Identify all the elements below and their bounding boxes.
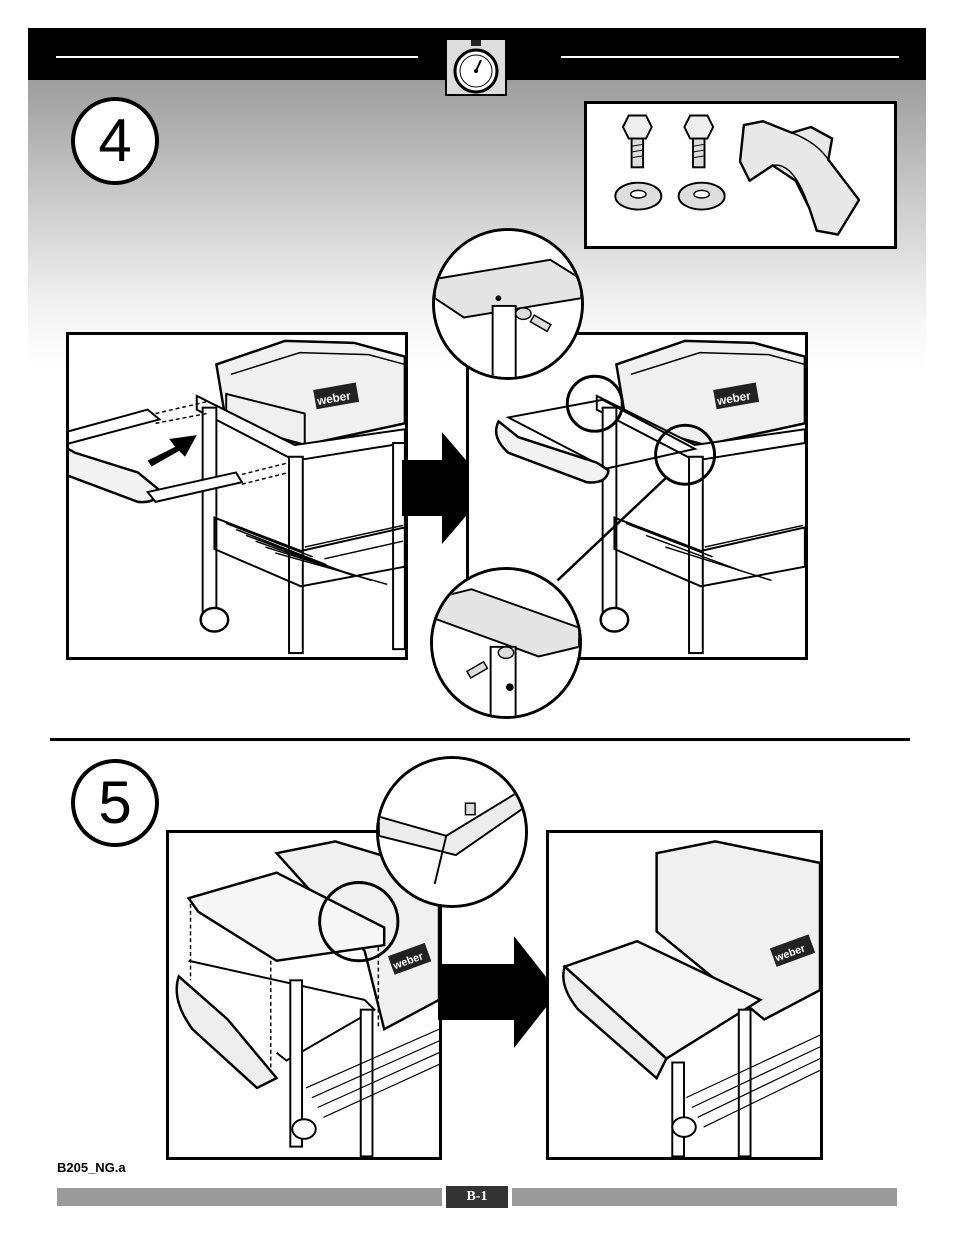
zoom-detail-shelf xyxy=(376,756,528,908)
step-4-number: 4 xyxy=(71,97,159,185)
zoom-detail-bottom xyxy=(430,567,582,719)
header-rule-left xyxy=(56,56,418,58)
model-code: B205_NG.a xyxy=(57,1160,126,1175)
stopwatch-icon xyxy=(445,38,507,96)
washer-icon xyxy=(615,183,661,210)
step5-after-panel: weber xyxy=(546,830,823,1160)
hardware-panel xyxy=(584,101,897,249)
header-rule-right xyxy=(561,56,899,58)
zoom-detail-top xyxy=(432,228,584,380)
washer-icon xyxy=(516,308,531,320)
page-number: B-1 xyxy=(446,1186,508,1208)
right-arrow-icon xyxy=(438,936,560,1053)
footer-bar-left xyxy=(57,1188,442,1206)
step-5-number: 5 xyxy=(71,759,159,847)
section-divider xyxy=(50,738,910,741)
footer-bar-right xyxy=(512,1188,897,1206)
step4-before-panel: weber xyxy=(66,332,408,660)
washer-icon xyxy=(498,647,513,659)
washer-icon xyxy=(679,183,725,210)
